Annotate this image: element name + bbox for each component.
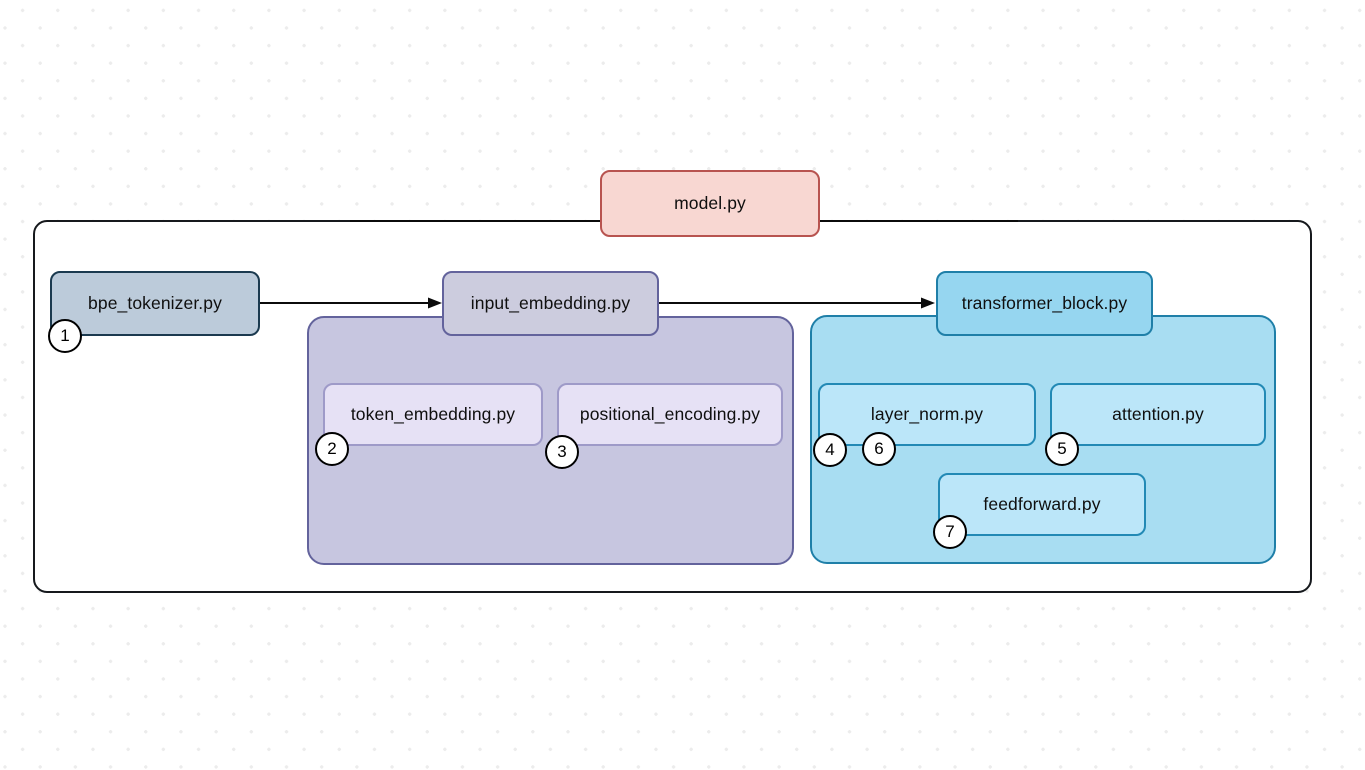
node-model-py[interactable]: model.py <box>600 170 820 237</box>
node-positional-encoding-py[interactable]: positional_encoding.py <box>557 383 783 446</box>
edge-model-to-container-right <box>818 220 1018 222</box>
arrow-input-embedding-to-transformer <box>659 297 935 309</box>
badge-2[interactable]: 2 <box>315 432 349 466</box>
badge-5[interactable]: 5 <box>1045 432 1079 466</box>
edge-model-to-container-left <box>350 220 602 222</box>
badge-label: 4 <box>825 440 835 459</box>
node-layer-norm-py[interactable]: layer_norm.py <box>818 383 1036 446</box>
badge-1[interactable]: 1 <box>48 319 82 353</box>
node-bpe-tokenizer-py[interactable]: bpe_tokenizer.py <box>50 271 260 336</box>
node-label: feedforward.py <box>983 494 1101 514</box>
badge-label: 6 <box>874 439 884 458</box>
node-label: token_embedding.py <box>350 404 516 424</box>
node-label: layer_norm.py <box>870 404 984 424</box>
node-label: bpe_tokenizer.py <box>88 293 222 313</box>
arrow-tokenizer-to-input-embedding <box>260 297 442 309</box>
node-feedforward-py[interactable]: feedforward.py <box>938 473 1146 536</box>
badge-7[interactable]: 7 <box>933 515 967 549</box>
node-label: model.py <box>674 193 746 213</box>
badge-4[interactable]: 4 <box>813 433 847 467</box>
badge-3[interactable]: 3 <box>545 435 579 469</box>
badge-label: 1 <box>60 326 70 345</box>
badge-label: 7 <box>945 522 955 541</box>
node-attention-py[interactable]: attention.py <box>1050 383 1266 446</box>
node-label: input_embedding.py <box>470 293 631 313</box>
node-input-embedding-py[interactable]: input_embedding.py <box>442 271 659 336</box>
badge-label: 3 <box>557 442 567 461</box>
node-label: attention.py <box>1112 404 1204 424</box>
node-transformer-block-py[interactable]: transformer_block.py <box>936 271 1153 336</box>
badge-label: 2 <box>327 439 337 458</box>
node-token-embedding-py[interactable]: token_embedding.py <box>323 383 543 446</box>
badge-label: 5 <box>1057 439 1067 458</box>
node-label: positional_encoding.py <box>579 404 761 424</box>
node-label: transformer_block.py <box>961 293 1128 313</box>
badge-6[interactable]: 6 <box>862 432 896 466</box>
